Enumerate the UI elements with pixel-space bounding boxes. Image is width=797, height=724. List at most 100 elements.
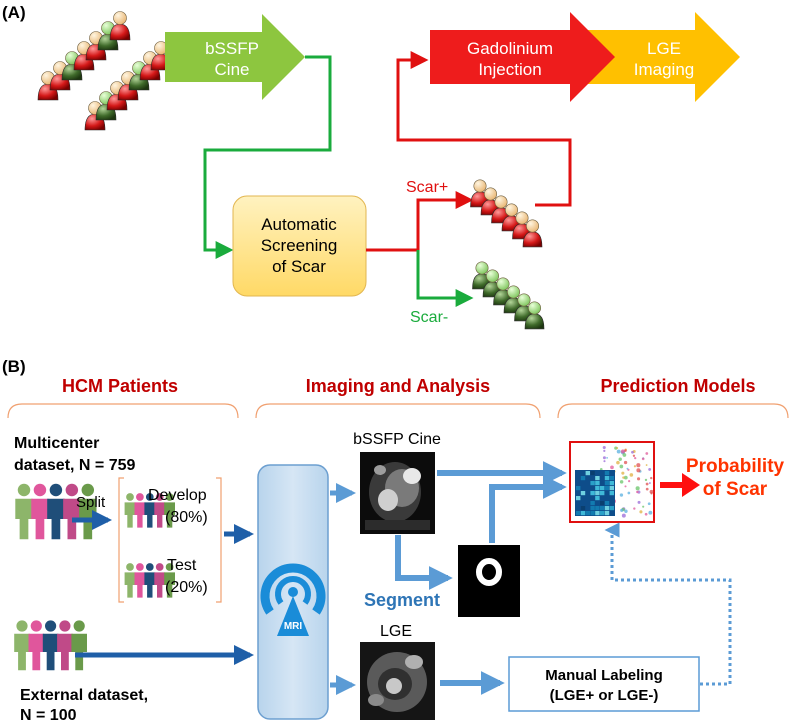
person-head bbox=[113, 11, 127, 25]
model-grid-cell bbox=[604, 501, 610, 506]
patient-group-mixed-1 bbox=[37, 11, 131, 101]
multicenter-label-2: dataset, N = 759 bbox=[14, 457, 136, 474]
model-grid-cell bbox=[576, 486, 581, 491]
model-dot bbox=[641, 457, 645, 461]
segmentation-mask-image bbox=[458, 545, 520, 617]
person-icon-body bbox=[28, 633, 45, 671]
model-grid-cell bbox=[600, 506, 605, 511]
person-head bbox=[528, 301, 541, 315]
model-dot bbox=[644, 512, 648, 516]
model-grid-cell bbox=[595, 476, 600, 481]
bracket-hcm bbox=[7, 403, 239, 419]
person-icon-head bbox=[145, 493, 154, 501]
model-dot bbox=[636, 490, 639, 494]
person-icon-body bbox=[47, 498, 65, 540]
person-head bbox=[526, 219, 539, 233]
model-dot bbox=[620, 508, 624, 512]
model-dot bbox=[616, 447, 619, 449]
model-grid-cell bbox=[609, 476, 614, 481]
screening-label-1: Automatic bbox=[261, 215, 337, 234]
model-dot bbox=[634, 456, 637, 460]
split-label: Split bbox=[76, 494, 106, 511]
mri-icon: MRI bbox=[260, 563, 326, 636]
person-icon-body bbox=[134, 572, 146, 598]
model-dot bbox=[629, 473, 634, 477]
manual-labeling-label-2: (LGE+ or LGE-) bbox=[550, 687, 659, 704]
test-label-1: Test bbox=[167, 557, 197, 574]
section-title-hcm-patients: HCM Patients bbox=[62, 376, 178, 396]
model-grid-cell bbox=[590, 501, 595, 506]
model-dot bbox=[642, 505, 645, 508]
model-dot bbox=[644, 478, 648, 482]
patient-group-scar-positive bbox=[470, 179, 543, 248]
manual-labeling-label-1: Manual Labeling bbox=[545, 667, 663, 684]
model-dot bbox=[648, 467, 652, 471]
develop-label-2: (80%) bbox=[165, 509, 208, 526]
person-icon-body bbox=[14, 633, 30, 671]
person-icon-head bbox=[73, 620, 85, 632]
gadolinium-injection-arrow: Gadolinium Injection bbox=[430, 12, 615, 102]
model-dot bbox=[645, 464, 648, 466]
person-head bbox=[517, 293, 531, 307]
bssfp-cine-label-1: bSSFP bbox=[205, 39, 259, 58]
person-head bbox=[486, 269, 499, 283]
model-dot bbox=[633, 507, 636, 510]
model-grid-cell bbox=[604, 511, 610, 516]
model-dot bbox=[619, 464, 624, 469]
person-icon-body bbox=[154, 502, 166, 528]
manual-label-to-model-dotted-arrow bbox=[604, 522, 732, 686]
model-dot bbox=[616, 449, 621, 454]
model-grid-cell bbox=[580, 476, 586, 481]
manual-labeling-box: Manual Labeling (LGE+ or LGE-) bbox=[508, 656, 700, 712]
scar-negative-branch bbox=[416, 250, 474, 307]
panel-a-label: (A) bbox=[2, 3, 26, 22]
model-dot bbox=[623, 475, 628, 480]
person-head bbox=[484, 187, 497, 201]
screening-label-2: Screening bbox=[261, 236, 338, 255]
gadolinium-label-1: Gadolinium bbox=[467, 39, 553, 58]
green-connector-to-screening bbox=[203, 55, 332, 259]
model-grid-cell bbox=[609, 506, 614, 511]
cine-mri-image bbox=[360, 452, 435, 534]
model-grid-cell bbox=[590, 506, 595, 511]
person-head bbox=[473, 179, 487, 193]
model-grid-cell bbox=[595, 511, 600, 516]
probability-label-1: Probability bbox=[686, 456, 785, 477]
cine-to-segment-arrow bbox=[395, 535, 453, 590]
person-icon-head bbox=[30, 620, 42, 632]
model-dot bbox=[618, 457, 622, 461]
scar-negative-label: Scar- bbox=[410, 309, 448, 326]
person-icon-head bbox=[17, 483, 31, 497]
model-grid-cell bbox=[590, 471, 595, 476]
model-grid-cell bbox=[580, 506, 586, 511]
red-connector-to-gadolinium bbox=[396, 51, 572, 207]
split-bracket-right bbox=[216, 477, 222, 603]
model-dot bbox=[635, 486, 640, 491]
model-dot bbox=[602, 456, 606, 460]
person-icon-body bbox=[164, 502, 175, 528]
model-grid-cell bbox=[600, 501, 605, 506]
bracket-models bbox=[557, 403, 789, 419]
bssfp-cine-arrow: bSSFP Cine bbox=[165, 14, 305, 100]
model-dot bbox=[602, 445, 606, 450]
model-dot bbox=[626, 467, 629, 470]
model-dot bbox=[619, 480, 624, 484]
scar-positive-label: Scar+ bbox=[406, 179, 448, 196]
model-grid-cell bbox=[585, 471, 590, 476]
model-grid-cell bbox=[576, 511, 581, 516]
model-grid-cell bbox=[595, 481, 600, 486]
person-icon-body bbox=[71, 633, 87, 671]
model-dot bbox=[628, 479, 631, 483]
cine-image-title: bSSFP Cine bbox=[353, 431, 441, 448]
person-icon-body bbox=[134, 502, 146, 528]
person-head bbox=[494, 195, 508, 209]
person-icon-head bbox=[126, 493, 134, 501]
model-dot bbox=[645, 452, 649, 455]
mri-label: MRI bbox=[284, 621, 303, 632]
automatic-screening-box: Automatic Screening of Scar bbox=[232, 195, 367, 297]
person-icon-body bbox=[42, 633, 59, 671]
person-icon-head bbox=[145, 563, 154, 571]
model-dot bbox=[622, 453, 627, 457]
model-dot bbox=[637, 500, 641, 504]
person-icon-head bbox=[59, 620, 71, 632]
